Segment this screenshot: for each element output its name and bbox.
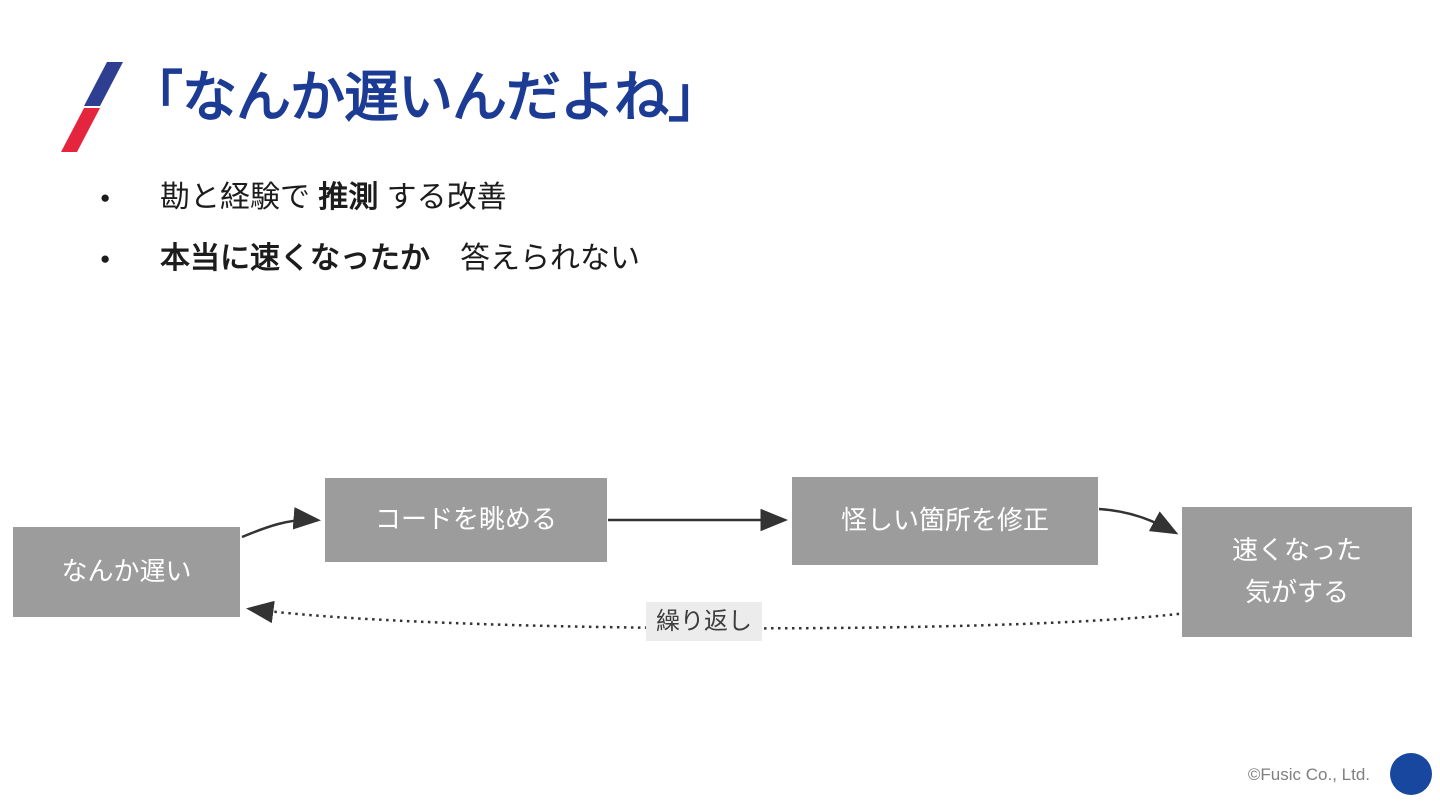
arrow-step-1 <box>241 507 321 539</box>
copyright-text: ©Fusic Co., Ltd. <box>1247 765 1370 784</box>
bullet-text-bold: 本当に速くなったか <box>160 242 430 275</box>
flow-node-something-slow: なんか遅い <box>13 527 240 617</box>
bullet-text: 勘と経験で 推測 する改善 <box>160 178 507 218</box>
bullet-item: ● 本当に速くなったか 答えられない <box>100 239 640 279</box>
bullet-text-pre: 勘と経験で <box>160 181 319 214</box>
slide-title: 「なんか遅いんだよね」 <box>128 66 723 128</box>
flow-node-fix-suspicious-part: 怪しい箇所を修正 <box>792 477 1098 565</box>
arrow-step-3 <box>1098 507 1179 535</box>
flow-node-feels-faster: 速くなった 気がする <box>1182 507 1412 637</box>
arrow-loop-back <box>246 600 1187 630</box>
fusic-circle-logo-icon <box>1390 753 1432 795</box>
bullet-dot-icon: ● <box>100 188 111 207</box>
fusic-slash-logo-icon <box>61 62 123 152</box>
bullet-list: ● 勘と経験で 推測 する改善 ● 本当に速くなったか 答えられない <box>100 178 640 300</box>
bullet-dot-icon: ● <box>100 249 111 268</box>
bullet-text-bold: 推測 <box>318 181 379 214</box>
flow-node-stare-at-code: コードを眺める <box>325 478 607 562</box>
bullet-text-post: する改善 <box>378 181 507 214</box>
bullet-text-post: 答えられない <box>430 242 640 275</box>
bullet-text: 本当に速くなったか 答えられない <box>160 239 640 279</box>
bullet-item: ● 勘と経験で 推測 する改善 <box>100 178 640 218</box>
loop-label: 繰り返し <box>646 602 762 641</box>
